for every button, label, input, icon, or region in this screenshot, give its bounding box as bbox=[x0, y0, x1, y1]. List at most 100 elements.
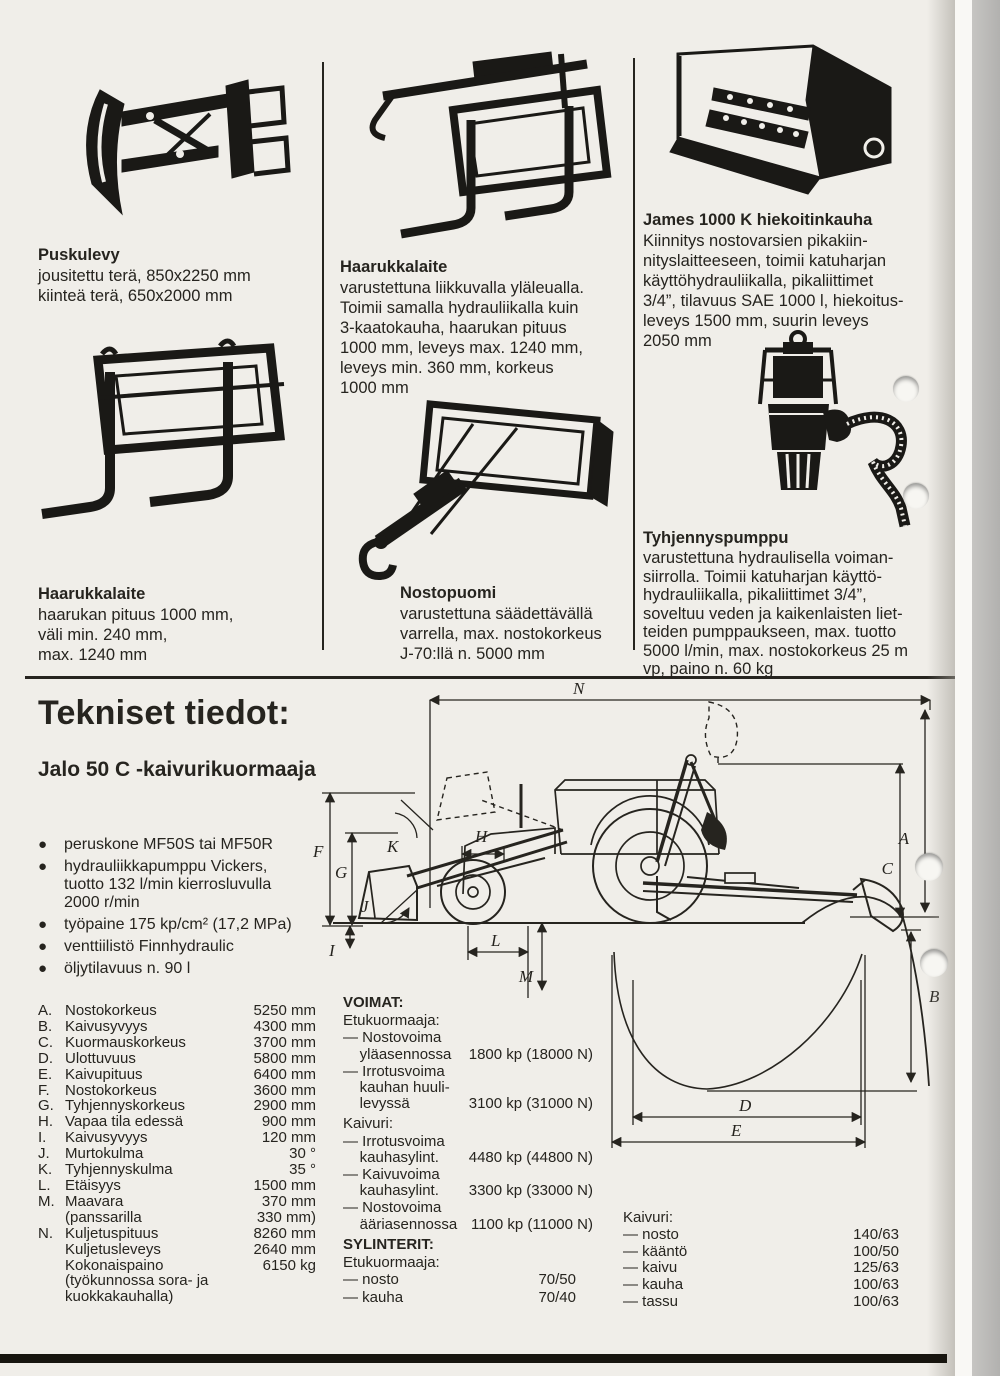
forces-backhoe-rows: — Irrotusvoima kauhasylint. 4480 kp (448… bbox=[343, 1132, 593, 1233]
puskulevy-figure bbox=[60, 62, 295, 237]
dimension-row: Kokonaispaino 6150 kg bbox=[38, 1256, 316, 1274]
forces-loader-rows: — Nostovoima yläasennossa 1800 kp (18000… bbox=[343, 1030, 593, 1112]
dimension-letter bbox=[38, 1273, 65, 1289]
force-label: — Irrotusvoima kauhasylint. bbox=[343, 1132, 445, 1166]
dimension-value: 5250 mm bbox=[253, 1002, 316, 1019]
dimension-label: Etäisyys bbox=[65, 1176, 121, 1194]
dimension-row: J. Murtokulma 30 ° bbox=[38, 1146, 316, 1162]
backhoe-cylinders-block: Kaivuri: — nosto 140/63 — kääntö 100/50 … bbox=[623, 1208, 899, 1311]
dimension-label: Nostokorkeus bbox=[65, 1002, 157, 1019]
product-name-james: James 1000 K hiekoitinkauha bbox=[643, 211, 873, 229]
dimension-letter bbox=[38, 1289, 65, 1305]
product-desc-tyhjennyspumppu: varustettuna hydraulisella voiman- siirr… bbox=[643, 549, 909, 678]
fork-with-clamp-illustration bbox=[369, 51, 612, 239]
dimension-label: Tyhjennyskulma bbox=[65, 1161, 173, 1179]
dimension-label: kuokkakauhalla) bbox=[65, 1288, 174, 1306]
section-divider-rule bbox=[25, 676, 958, 679]
force-value: 1800 kp (18000 N) bbox=[468, 1045, 593, 1063]
dimension-row: N. Kuljetuspituus 8260 mm bbox=[38, 1225, 316, 1242]
dimension-row: B. Kaivusyvyys 4300 mm bbox=[38, 1019, 316, 1035]
force-label: — Irrotusvoima kauhan huuli- levyssä bbox=[343, 1062, 450, 1113]
cylinder-row: — kaivu 125/63 bbox=[623, 1260, 899, 1276]
force-value: 3100 kp (31000 N) bbox=[468, 1095, 593, 1113]
dimension-value: 5800 mm bbox=[253, 1049, 316, 1067]
force-value: 3300 kp (33000 N) bbox=[468, 1182, 593, 1200]
forces-title: VOIMAT: bbox=[343, 994, 404, 1011]
dim-label-n: N bbox=[572, 680, 586, 698]
dim-label-i: I bbox=[328, 941, 336, 960]
spec-bullet-item: ● hydrauliikkapumppu Vickers, tuotto 132… bbox=[38, 858, 343, 912]
haarukkalaite-clamp-figure bbox=[355, 48, 625, 253]
dimension-letter bbox=[38, 1258, 65, 1274]
dimension-letter: F. bbox=[38, 1081, 50, 1099]
force-row: — Kaivuvoima kauhasylint. 3300 kp (33000… bbox=[343, 1166, 593, 1200]
bullet-icon: ● bbox=[38, 938, 48, 955]
dimension-label: Kuljetusleveys bbox=[65, 1240, 161, 1258]
dimension-letter: H. bbox=[38, 1113, 53, 1131]
spec-bullet-list: ● peruskone MF50S tai MF50R ● hydrauliik… bbox=[38, 836, 343, 982]
dimension-value: 6400 mm bbox=[253, 1065, 316, 1083]
dimension-value: 370 mm bbox=[261, 1192, 316, 1210]
dimension-letter: I. bbox=[38, 1129, 47, 1147]
product-desc-puskulevy: jousitettu terä, 850x2250 mm kiinteä ter… bbox=[38, 267, 251, 305]
product-name-haarukkalaite-1: Haarukkalaite bbox=[340, 258, 448, 276]
dim-label-f: F bbox=[312, 842, 324, 861]
cylinder-row: — nosto 70/50 bbox=[343, 1272, 576, 1288]
dimension-row: (työkunnossa sora- ja bbox=[38, 1273, 316, 1289]
tyhjennyspumppu-figure bbox=[735, 328, 935, 530]
dimension-letter: E. bbox=[38, 1065, 53, 1083]
bullet-icon: ● bbox=[38, 916, 48, 933]
dim-label-j: J bbox=[361, 897, 370, 916]
bullet-text: öljytilavuus n. 90 l bbox=[64, 960, 191, 977]
punch-hole-1 bbox=[893, 376, 919, 402]
product-name-nostopuomi: Nostopuomi bbox=[400, 584, 497, 602]
product-desc-james: Kiinnitys nostovarsien pikakiin- nitysla… bbox=[643, 232, 904, 350]
product-desc-haarukkalaite-1: varustettuna liikkuvalla yläleualla. Toi… bbox=[340, 279, 584, 397]
dimension-row: (panssarilla 330 mm) bbox=[38, 1208, 316, 1226]
dimension-label: Murtokulma bbox=[65, 1145, 144, 1163]
force-row: — Irrotusvoima kauhasylint. 4480 kp (448… bbox=[343, 1132, 593, 1166]
dim-label-g: G bbox=[335, 863, 347, 882]
forces-group-heading-loader: Etukuormaaja: bbox=[343, 1012, 440, 1030]
dimension-value: 2640 mm bbox=[253, 1240, 316, 1258]
spec-bullet-item: ● peruskone MF50S tai MF50R bbox=[38, 836, 343, 854]
punch-hole-4 bbox=[920, 949, 948, 977]
cylinder-value: 100/63 bbox=[853, 1292, 899, 1310]
force-row: — Nostovoima ääriasennossa 1100 kp (1100… bbox=[343, 1200, 593, 1233]
dimension-label: Kokonaispaino bbox=[65, 1256, 164, 1274]
cylinder-label: — kääntö bbox=[623, 1242, 688, 1260]
cylinder-value: 140/63 bbox=[853, 1225, 899, 1243]
cylinder-label: — kauha bbox=[623, 1276, 684, 1294]
dimension-label: Nostokorkeus bbox=[65, 1081, 157, 1099]
dimension-value: 3600 mm bbox=[253, 1081, 316, 1099]
dimension-letter: L. bbox=[38, 1176, 51, 1194]
dimension-row: I. Kaivusyvyys 120 mm bbox=[38, 1130, 316, 1146]
bullet-icon: ● bbox=[38, 960, 48, 977]
dimension-value: 330 mm) bbox=[256, 1208, 316, 1226]
scanner-background bbox=[972, 0, 1000, 1376]
dimension-label: Vapaa tila edessä bbox=[65, 1113, 184, 1131]
haarukkalaite-figure bbox=[32, 338, 312, 576]
dimension-letter: G. bbox=[38, 1097, 54, 1115]
dimension-row: H. Vapaa tila edessä 900 mm bbox=[38, 1114, 316, 1130]
cylinder-row: — kauha 100/63 bbox=[623, 1277, 899, 1293]
dimension-row: Kuljetusleveys 2640 mm bbox=[38, 1240, 316, 1258]
column-divider-right bbox=[633, 58, 635, 650]
dimension-label: (panssarilla bbox=[65, 1208, 142, 1226]
dimension-label: Tyhjennyskorkeus bbox=[65, 1097, 186, 1115]
force-label: — Kaivuvoima kauhasylint. bbox=[343, 1166, 440, 1200]
bullet-text: hydrauliikkapumppu Vickers, tuotto 132 l… bbox=[64, 858, 272, 911]
backhoe-cylinder-rows: — nosto 140/63 — kääntö 100/50 — kaivu 1… bbox=[623, 1225, 899, 1310]
backhoe-loader-diagram: N A C F G K H J I L M B D E bbox=[312, 680, 940, 1148]
dimension-value: 2900 mm bbox=[253, 1097, 316, 1115]
dimension-letter: C. bbox=[38, 1033, 53, 1051]
cylinder-label: — tassu bbox=[623, 1292, 679, 1310]
dimension-letter: J. bbox=[38, 1145, 50, 1163]
bottom-scan-bar bbox=[0, 1354, 947, 1363]
product-name-haarukkalaite-2: Haarukkalaite bbox=[38, 585, 146, 603]
dimension-value: 6150 kg bbox=[262, 1256, 316, 1274]
sanding-bucket-illustration bbox=[669, 44, 892, 195]
dimension-row: C. Kuormauskorkeus 3700 mm bbox=[38, 1033, 316, 1051]
force-row: — Nostovoima yläasennossa 1800 kp (18000… bbox=[343, 1030, 593, 1063]
cylinder-value: 125/63 bbox=[853, 1259, 899, 1277]
